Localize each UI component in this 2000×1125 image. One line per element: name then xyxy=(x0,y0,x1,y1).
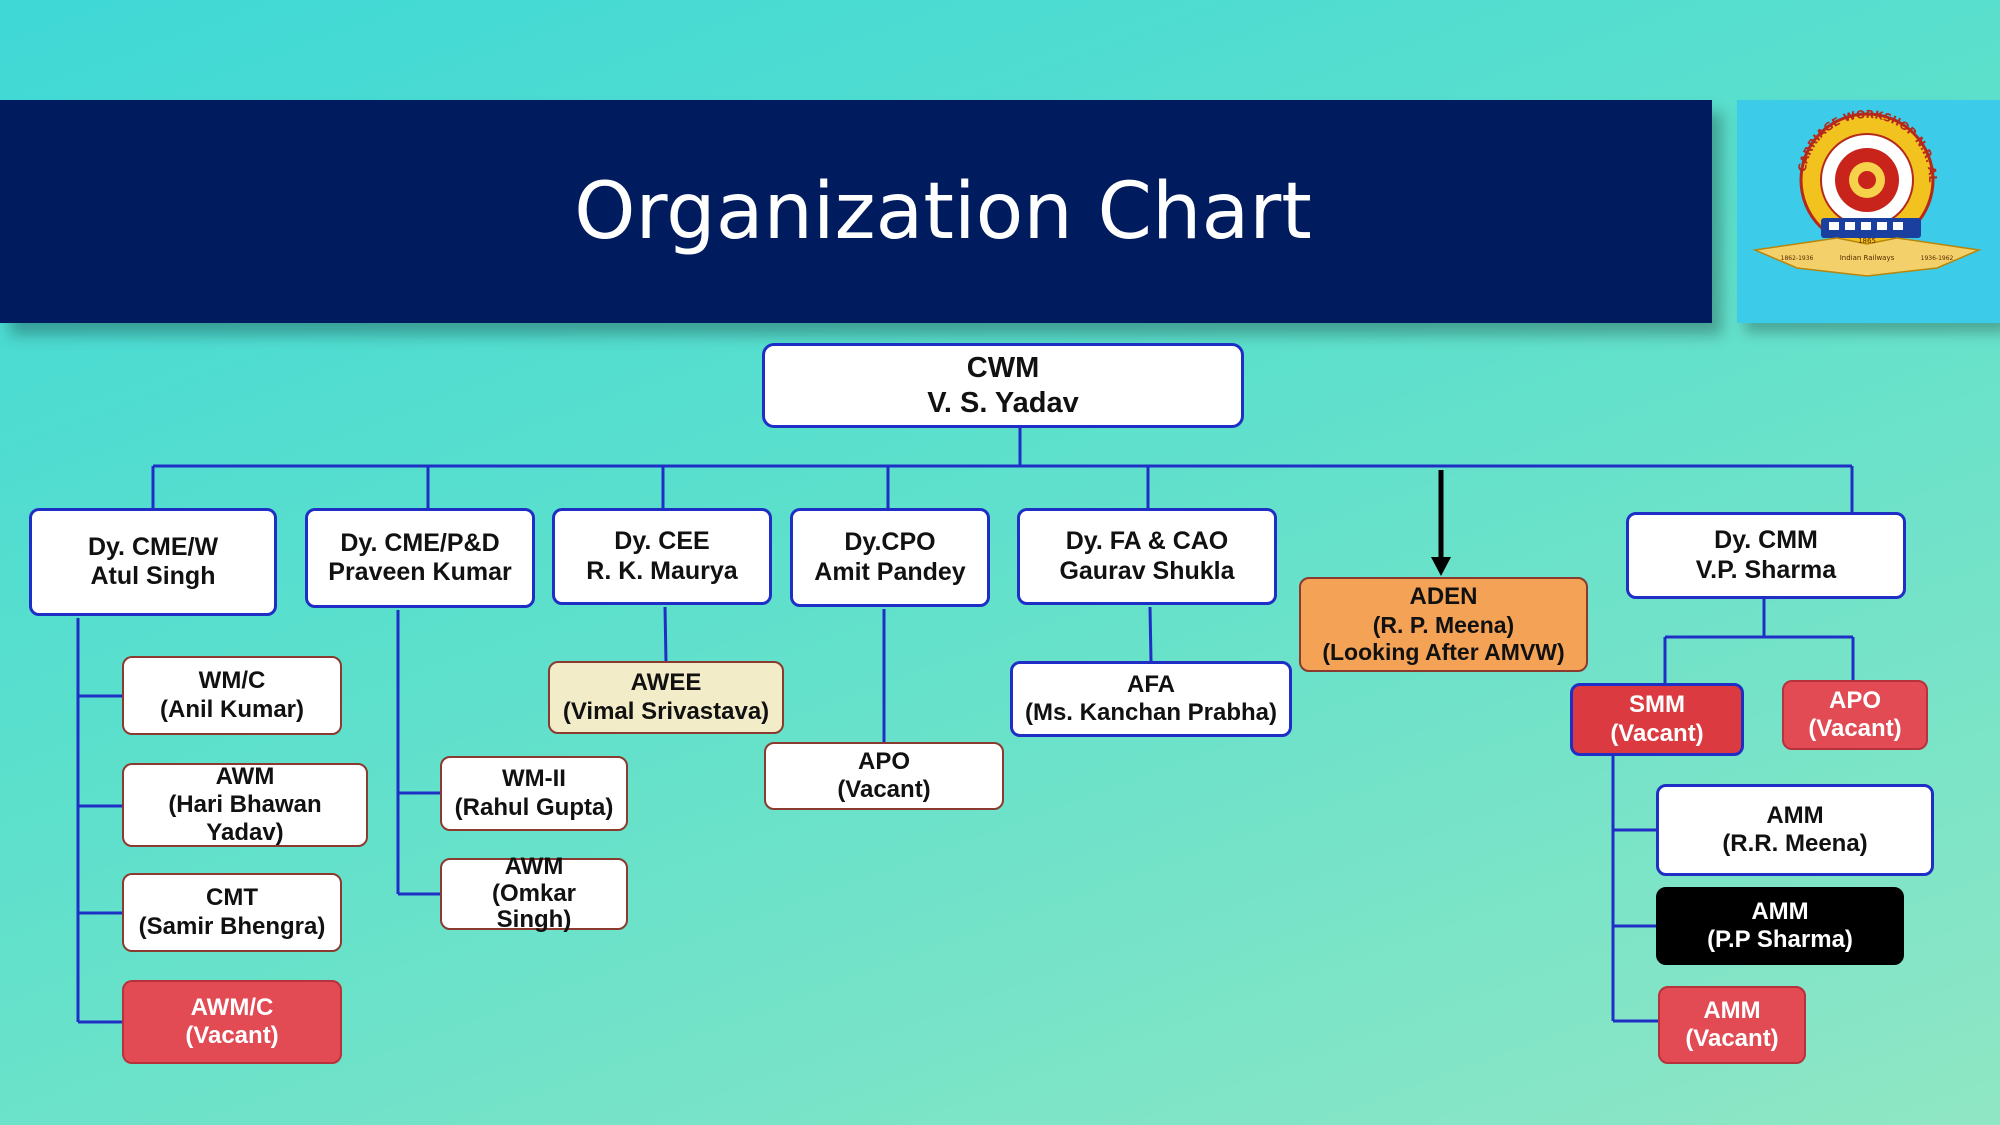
node-title: AFA xyxy=(1127,670,1175,698)
logo-sub-text: Indian Railways xyxy=(1840,254,1895,262)
node-name: (Rahul Gupta) xyxy=(454,793,614,821)
node-name: (Vacant) xyxy=(1808,715,1902,742)
node-name: (Anil Kumar) xyxy=(160,695,304,723)
header-banner xyxy=(0,100,1712,323)
node-name: R. K. Maurya xyxy=(586,556,738,585)
node-title: AWM xyxy=(504,853,564,881)
node-name: (Samir Bhengra) xyxy=(138,912,326,940)
node-title: APO xyxy=(1828,686,1881,714)
node-title: AWEE xyxy=(630,669,702,697)
node-name: (P.P Sharma) xyxy=(1707,926,1853,953)
node-apo-cpo: APO (Vacant) xyxy=(764,742,1004,810)
node-title: Dy. CME/P&D xyxy=(340,528,500,557)
node-amm-vacant: AMM (Vacant) xyxy=(1658,986,1806,1064)
node-name: (Omkar xyxy=(491,879,577,907)
logo-year-text: 1865 xyxy=(1858,237,1876,245)
node-name: Gaurav Shukla xyxy=(1059,556,1235,585)
node-dy-fa-cao: Dy. FA & CAO Gaurav Shukla xyxy=(1017,508,1277,605)
node-dy-cmm: Dy. CMM V.P. Sharma xyxy=(1626,512,1906,599)
node-name: (R.R. Meena) xyxy=(1722,830,1868,857)
node-afa: AFA (Ms. Kanchan Prabha) xyxy=(1010,661,1292,737)
node-title: Dy. CEE xyxy=(614,527,710,555)
node-name: (Ms. Kanchan Prabha) xyxy=(1024,699,1278,726)
node-title: Dy. CMM xyxy=(1714,526,1818,554)
node-cmt: CMT (Samir Bhengra) xyxy=(122,873,342,952)
workshop-logo-icon: CARRIAGE WORKSHOP N.R. ALAMBAGH 1865 Ind… xyxy=(1732,90,1982,277)
node-title: CMT xyxy=(206,884,258,912)
node-name: (Vacant) xyxy=(185,1022,279,1049)
node-title: AMM xyxy=(1766,801,1824,829)
node-wm-ii: WM-II (Rahul Gupta) xyxy=(440,756,628,831)
node-cwm: CWM V. S. Yadav xyxy=(762,343,1244,428)
logo-right-text: 1936-1962 xyxy=(1921,255,1954,262)
node-awee: AWEE (Vimal Srivastava) xyxy=(548,661,784,734)
node-awm-hari: AWM (Hari Bhawan Yadav) xyxy=(122,763,368,847)
node-title: AMM xyxy=(1703,996,1761,1024)
node-smm: SMM (Vacant) xyxy=(1570,683,1744,756)
node-title: WM-II xyxy=(502,765,566,793)
node-dy-cpo: Dy.CPO Amit Pandey xyxy=(790,508,990,607)
node-title: Dy. CME/W xyxy=(87,532,219,561)
node-name: (R. P. Meena) xyxy=(1372,611,1515,638)
node-name: V. S. Yadav xyxy=(927,386,1079,419)
node-name: V.P. Sharma xyxy=(1695,555,1837,584)
node-name-cont: Singh) xyxy=(496,906,572,934)
node-title: Dy. FA & CAO xyxy=(1065,527,1229,555)
node-awm-omkar: AWM (Omkar Singh) xyxy=(440,854,628,934)
node-title: AMM xyxy=(1751,897,1809,925)
node-name: Atul Singh xyxy=(90,562,216,590)
node-title: CWM xyxy=(966,352,1040,385)
node-name: (Hari Bhawan xyxy=(168,790,322,818)
node-awm-c: AWM/C (Vacant) xyxy=(122,980,342,1064)
node-name: Praveen Kumar xyxy=(328,558,512,586)
node-name-cont: Yadav) xyxy=(206,819,284,847)
node-title: AWM xyxy=(215,762,275,790)
node-title: WM/C xyxy=(198,667,266,695)
node-title: ADEN xyxy=(1409,583,1478,611)
node-title: Dy.CPO xyxy=(844,528,936,556)
logo-left-text: 1862-1936 xyxy=(1781,255,1814,262)
node-dy-cee: Dy. CEE R. K. Maurya xyxy=(552,508,772,605)
logo-panel: CARRIAGE WORKSHOP N.R. ALAMBAGH 1865 Ind… xyxy=(1732,90,2000,323)
node-dy-cme-pd: Dy. CME/P&D Praveen Kumar xyxy=(305,508,535,608)
node-title: AWM/C xyxy=(190,993,274,1021)
node-name: (Vacant) xyxy=(1610,719,1704,747)
node-name: Amit Pandey xyxy=(814,557,966,586)
node-wm-c: WM/C (Anil Kumar) xyxy=(122,656,342,735)
node-amm-pp: AMM (P.P Sharma) xyxy=(1656,887,1904,965)
node-apo-cmm: APO (Vacant) xyxy=(1782,680,1928,750)
node-name: (Vacant) xyxy=(1685,1025,1779,1052)
node-amm-rr: AMM (R.R. Meena) xyxy=(1656,784,1934,876)
node-title: APO xyxy=(857,747,910,775)
node-note: (Looking After AMVW) xyxy=(1322,638,1565,665)
node-name: (Vacant) xyxy=(837,776,931,803)
node-name: (Vimal Srivastava) xyxy=(562,697,770,725)
node-title: SMM xyxy=(1629,691,1685,719)
node-aden: ADEN (R. P. Meena) (Looking After AMVW) xyxy=(1299,577,1588,672)
node-dy-cme-w: Dy. CME/W Atul Singh xyxy=(29,508,277,616)
